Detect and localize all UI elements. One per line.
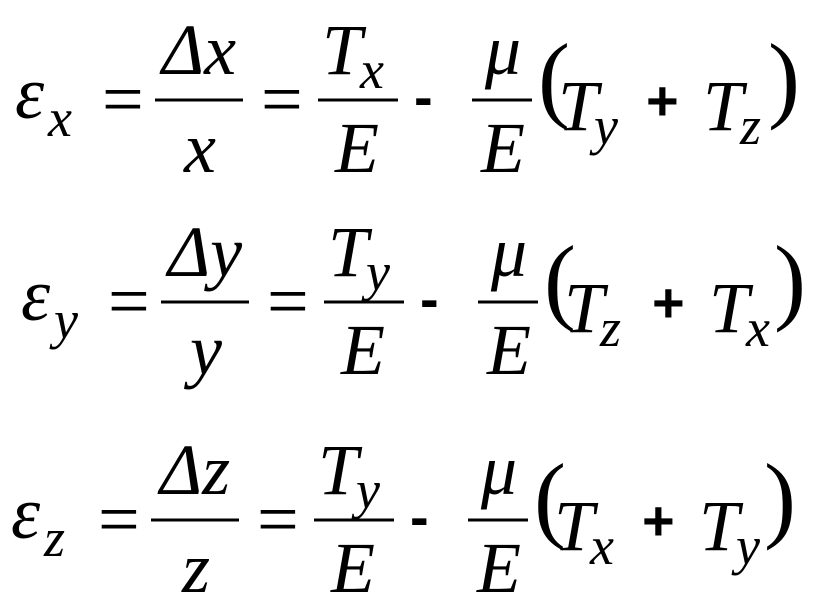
left-parenthesis: ( [534, 444, 566, 551]
plus-sign: + [646, 69, 679, 132]
stress-symbol: T [558, 66, 603, 146]
equals-sign: = [261, 59, 303, 141]
fraction-denominator: x [183, 108, 216, 188]
strain-symbol: ε [11, 473, 41, 555]
equals-sign: = [267, 261, 309, 343]
stress-subscript: x [745, 298, 770, 358]
stress-subscript: y [361, 242, 390, 302]
plus-sign: + [652, 271, 685, 334]
minus-sign: - [420, 267, 439, 330]
modulus-symbol: E [486, 310, 531, 390]
minus-sign: - [414, 65, 433, 128]
stress-symbol: T [322, 10, 367, 90]
stress-symbol: T [328, 212, 373, 292]
strain-symbol: ε [21, 255, 51, 337]
stress-subscript: y [351, 460, 380, 520]
modulus-symbol: E [476, 528, 521, 608]
fraction-denominator: z [181, 528, 210, 608]
stress-symbol: T [703, 66, 748, 146]
strain-subscript: y [49, 290, 78, 350]
right-parenthesis: ) [774, 226, 806, 333]
stress-subscript: x [589, 516, 614, 576]
stress-subscript: z [599, 298, 621, 358]
modulus-symbol: E [480, 108, 525, 188]
left-parenthesis: ( [538, 24, 570, 131]
stress-symbol: T [318, 430, 363, 510]
strain-symbol: ε [15, 53, 45, 135]
fraction-numerator: Δx [159, 10, 236, 90]
stress-symbol: T [554, 486, 599, 566]
equals-sign: = [98, 479, 140, 561]
poisson-ratio-symbol: μ [480, 430, 517, 510]
fraction-numerator: Δy [165, 212, 242, 292]
poisson-ratio-symbol: μ [484, 10, 521, 90]
stress-symbol: T [564, 268, 609, 348]
stress-subscript: y [589, 96, 618, 156]
strain-subscript: x [47, 88, 72, 148]
left-parenthesis: ( [544, 226, 576, 333]
modulus-symbol: E [330, 528, 375, 608]
modulus-symbol: E [340, 310, 385, 390]
stress-symbol: T [709, 268, 754, 348]
equals-sign: = [102, 59, 144, 141]
right-parenthesis: ) [768, 24, 800, 131]
equals-sign: = [108, 261, 150, 343]
plus-sign: + [642, 489, 675, 552]
equals-sign: = [257, 479, 299, 561]
strain-subscript: z [43, 508, 65, 568]
fraction-denominator: y [183, 310, 222, 390]
poisson-ratio-symbol: μ [490, 212, 527, 292]
fraction-numerator: Δz [157, 430, 230, 510]
modulus-symbol: E [334, 108, 379, 188]
stress-symbol: T [699, 486, 744, 566]
right-parenthesis: ) [764, 444, 796, 551]
stress-subscript: y [731, 516, 760, 576]
stress-subscript: z [739, 96, 761, 156]
stress-subscript: x [359, 40, 384, 100]
minus-sign: - [410, 485, 429, 548]
